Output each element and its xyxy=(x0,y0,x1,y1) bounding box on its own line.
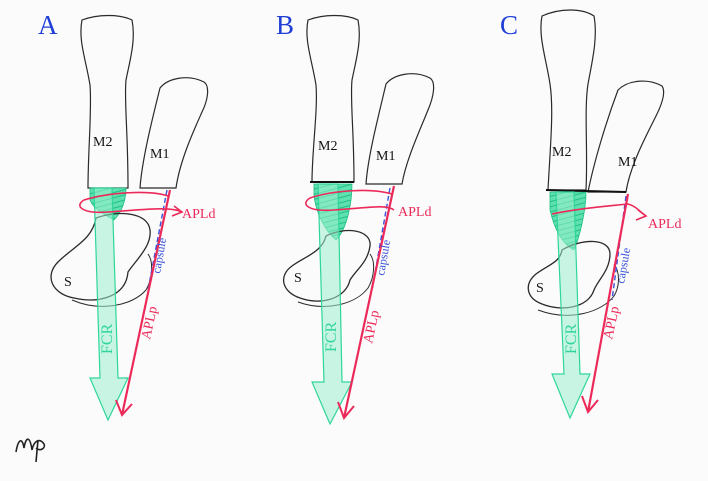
joint-line xyxy=(545,189,627,193)
aplp-arrowhead xyxy=(581,395,599,414)
label-fcr: FCR xyxy=(323,321,340,352)
label-capsule: capsule xyxy=(613,247,633,285)
label-s: S xyxy=(294,271,302,286)
label-aplp: APLp xyxy=(139,305,161,341)
panel-b: B M2 M1 S FCR APLd APLp capsule xyxy=(276,10,435,426)
capsule-line xyxy=(371,187,391,291)
aplp-tendon xyxy=(120,189,172,416)
label-s: S xyxy=(64,275,72,290)
aplp-tendon xyxy=(586,193,630,413)
label-fcr: FCR xyxy=(99,323,116,354)
aplp-arrowhead xyxy=(337,401,355,420)
m1-bone-outline xyxy=(139,77,209,189)
panel-letter: A xyxy=(38,10,58,40)
m1-bone-outline xyxy=(365,73,435,185)
scaphoid-inner xyxy=(71,253,153,307)
signature-mark xyxy=(15,438,46,463)
label-m1: M1 xyxy=(376,149,395,164)
label-apld: APLd xyxy=(648,217,681,232)
label-m2: M2 xyxy=(93,135,112,150)
label-m2: M2 xyxy=(552,145,571,160)
aplp-tendon xyxy=(342,185,396,419)
label-m1: M1 xyxy=(618,155,637,170)
apld-arrowhead xyxy=(171,205,184,217)
label-aplp: APLp xyxy=(361,309,383,345)
m1-bone-outline xyxy=(587,80,665,193)
panel-a: A M2 M1 S FCR APLd APLp xyxy=(15,10,215,463)
label-apld: APLd xyxy=(398,205,431,220)
panel-letter: B xyxy=(276,10,294,40)
m2-bone-outline xyxy=(306,14,360,183)
fcr-tendon xyxy=(89,187,129,422)
label-s: S xyxy=(536,281,544,296)
aplp-arrowhead xyxy=(115,399,133,417)
label-m1: M1 xyxy=(150,147,169,162)
label-fcr: FCR xyxy=(563,323,580,354)
fcr-tendon xyxy=(551,191,591,420)
apld-arrowhead xyxy=(635,209,648,221)
label-capsule: capsule xyxy=(149,237,169,275)
label-apld: APLd xyxy=(182,207,215,222)
panel-c: C M2 M1 S FCR APLd APLp capsule xyxy=(500,9,681,420)
m2-bone-outline xyxy=(540,9,596,191)
label-aplp: APLp xyxy=(601,305,623,341)
label-capsule: capsule xyxy=(373,239,393,277)
label-m2: M2 xyxy=(318,139,337,154)
m2-bone-outline xyxy=(80,14,134,189)
fcr-tendon xyxy=(311,183,353,426)
panel-letter: C xyxy=(500,10,518,40)
apld-tendon xyxy=(305,189,395,212)
apld-tendon xyxy=(79,191,183,214)
